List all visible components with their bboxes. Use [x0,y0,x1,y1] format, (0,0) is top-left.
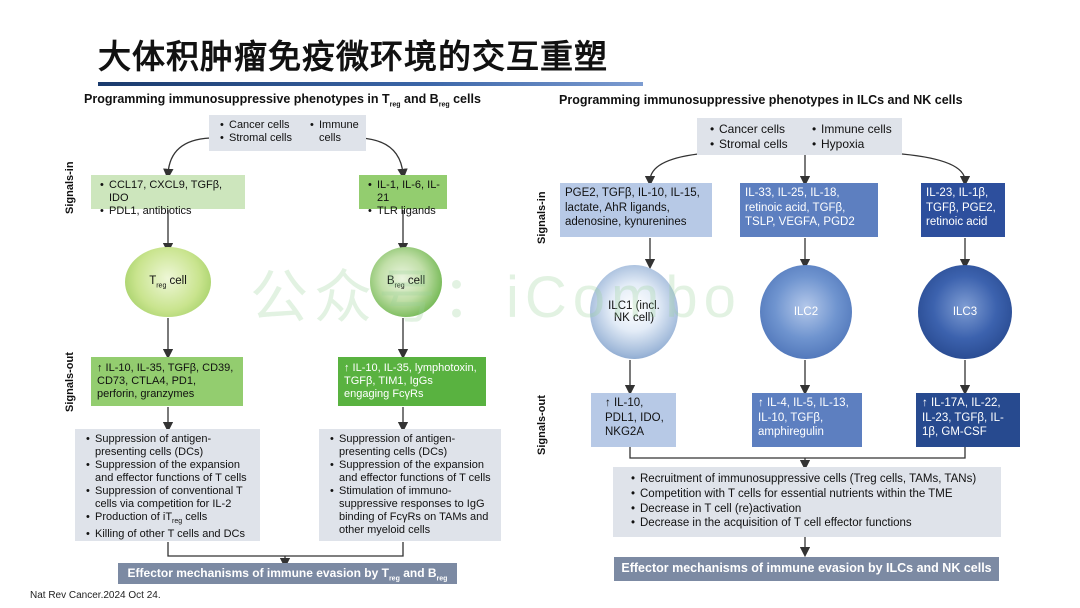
left-signals-in-label: Signals-in [64,161,76,214]
left-panel-title: Programming immunosuppressive phenotypes… [84,92,481,109]
effects-join-line [167,542,404,557]
left-bar-sub1: reg [388,575,400,583]
left-source-box: Cancer cells Stromal cells Immune cells [209,115,366,151]
treg-effect-4: Production of iTreg cells [86,511,254,528]
ilc3-cell-label: ILC3 [952,306,978,318]
left-title-sub2: reg [438,101,450,109]
left-bar-sub2: reg [436,575,448,583]
ilc1-signals-out-box: ↑ IL-10, PDL1, IDO, NKG2A [591,393,676,447]
left-bar-end: cells [274,584,301,599]
watermark-text: 公众号：iCombo [250,265,742,330]
treg-in-line-1: CCL17, CXCL9, TGFβ, IDO [100,179,239,205]
treg-signals-out-box: ↑ IL-10, IL-35, TGFβ, CD39, CD73, CTLA4,… [91,357,243,406]
breg-cell-sub: reg [394,282,405,290]
breg-signals-out-box: ↑ IL-10, IL-35, lymphotoxin, TGFβ, TIM1,… [338,357,486,406]
treg-signals-in-box: CCL17, CXCL9, TGFβ, IDO PDL1, antibiotic… [91,175,245,218]
breg-cell-end: cell [404,274,426,287]
ilc2-signals-out-box: ↑ IL-4, IL-5, IL-13, IL-10, TGFβ, amphir… [752,393,862,447]
treg-effect-1: Suppression of antigen-presenting cells … [86,433,254,459]
left-title-end: cells [449,92,481,106]
treg-effect-4-sub: reg [172,518,183,526]
left-title-mid: and B [400,92,439,106]
title-underline [98,82,643,86]
ilc1-signals-in-box: PGE2, TGFβ, IL-10, IL-15, lactate, AhR l… [560,183,712,237]
source-immune-cells: Immune cells [310,119,362,145]
ilc1-cell: ILC1 (incl. NK cell) [590,265,678,359]
breg-signals-in-box: IL-1, IL-6, IL-21 TLR ligands [359,175,447,218]
ilc3-signals-out-box: ↑ IL-17A, IL-22, IL-23, TGFβ, IL-1β, GM-… [916,393,1020,447]
breg-in-line-2: TLR ligands [368,205,441,218]
ilc1-cell-label: ILC1 (incl. NK cell) [608,300,660,324]
treg-effect-2: Suppression of the expansion and effecto… [86,459,254,485]
source-stromal-cells: Stromal cells [220,132,292,145]
ilc-effect-3: Decrease in T cell (re)activation [631,502,995,517]
right-bottom-bar: Effector mechanisms of immune evasion by… [614,557,999,581]
left-bottom-bar: Effector mechanisms of immune evasion by… [118,563,457,598]
breg-cell-label: B [386,274,395,287]
right-source-stromal: Stromal cells [710,137,788,152]
treg-cell: Treg cell [125,247,211,317]
slide-title: 大体积肿瘤免疫微环境的交互重塑 [98,37,608,76]
treg-in-line-2: PDL1, antibiotics [100,205,239,218]
ilc2-cell: ILC2 [760,265,852,359]
breg-cell: Breg cell [370,247,442,317]
ilc2-signals-in-box: IL-33, IL-25, IL-18, retinoic acid, TGFβ… [740,183,878,237]
treg-effect-4-end: cells [182,511,208,523]
arrow-source-to-ilc3 [901,153,971,187]
right-source-cancer: Cancer cells [710,122,788,137]
left-title-text: Programming immunosuppressive phenotypes… [84,92,390,106]
right-source-box: Cancer cells Stromal cells Immune cells … [697,118,902,155]
treg-effects-box: Suppression of antigen-presenting cells … [75,429,260,541]
left-signals-out-label: Signals-out [64,352,76,412]
right-panel-title: Programming immunosuppressive phenotypes… [559,93,963,107]
breg-in-line-1: IL-1, IL-6, IL-21 [368,179,441,205]
arrow-source-to-breg [359,137,408,180]
ilc-effect-1: Recruitment of immunosuppressive cells (… [631,472,995,487]
left-bar-mid: and B [399,566,437,580]
ilc-effect-4: Decrease in the acquisition of T cell ef… [631,516,995,531]
right-signals-out-label: Signals-out [536,395,548,455]
treg-cell-end: cell [166,274,187,287]
treg-effect-4-text: Production of iT [95,511,173,523]
breg-effect-3: Stimulation of immuno-suppressive respon… [330,485,495,537]
citation-text: Nat Rev Cancer.2024 Oct 24. [30,590,161,601]
treg-effect-5: Killing of other T cells and DCs [86,528,254,541]
arrow-source-to-ilc1 [644,153,699,187]
treg-cell-label: T [149,274,157,287]
left-title-sub1: reg [389,101,401,109]
breg-effects-box: Suppression of antigen-presenting cells … [319,429,501,541]
right-signals-in-label: Signals-in [536,191,548,244]
ilc3-signals-in-box: IL-23, IL-1β, TGFβ, PGE2, retinoic acid [921,183,1005,237]
right-source-immune: Immune cells [812,122,892,137]
ilc3-cell: ILC3 [918,265,1012,359]
left-bar-text: Effector mechanisms of immune evasion by… [127,566,389,580]
source-cancer-cells: Cancer cells [220,119,292,132]
right-source-hypoxia: Hypoxia [812,137,892,152]
ilc-effect-2: Competition with T cells for essential n… [631,487,995,502]
treg-effect-3: Suppression of conventional T cells via … [86,485,254,511]
ilc2-cell-label: ILC2 [793,306,819,318]
arrow-source-to-treg [163,137,211,180]
treg-cell-sub: reg [156,282,167,290]
breg-effect-2: Suppression of the expansion and effecto… [330,459,495,485]
ilc-effects-box: Recruitment of immunosuppressive cells (… [613,467,1001,537]
ilc-out-join-line [629,447,966,459]
breg-effect-1: Suppression of antigen-presenting cells … [330,433,495,459]
